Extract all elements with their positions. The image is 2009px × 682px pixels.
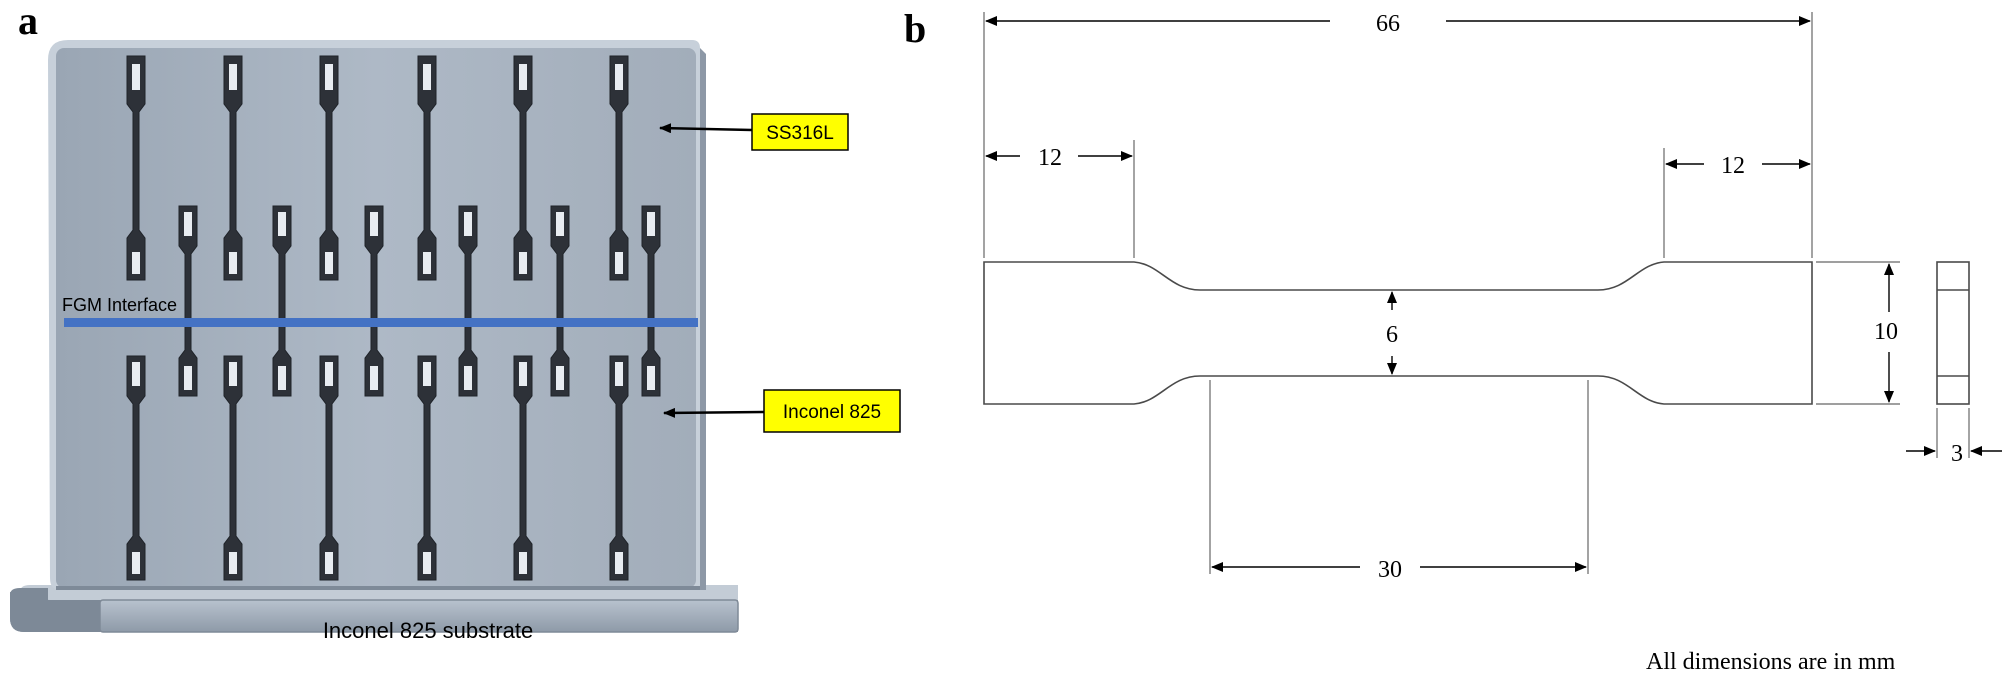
extension-lines (983, 12, 1970, 574)
panel-a-letter: a (18, 0, 38, 43)
specimen-drawing (983, 261, 1813, 405)
specimen-lower-1 (126, 355, 146, 581)
dim-grip-width: 10 (1874, 319, 1898, 345)
panel-b: b 66 12 (904, 6, 2002, 675)
panel-a: a (10, 0, 901, 643)
specimen-lower-row (126, 355, 629, 581)
specimen-middle-highlights (184, 212, 655, 390)
inconel-arrow (663, 407, 765, 418)
dim-left-grip-length: 12 (1038, 145, 1062, 171)
specimen-lower-6 (609, 355, 629, 581)
dim-right-grip-length: 12 (1721, 153, 1745, 179)
inconel-label: Inconel 825 (783, 402, 881, 423)
specimen-middle-6 (641, 205, 661, 397)
units-note: All dimensions are in mm (1646, 649, 1896, 675)
specimen-middle-4 (458, 205, 478, 397)
specimen-upper-highlights (132, 64, 623, 274)
specimen-lower-5 (513, 355, 533, 581)
ss316l-label-box (751, 113, 849, 151)
specimen-lower-highlights (132, 362, 623, 574)
specimen-middle-3 (364, 205, 384, 397)
specimen-upper-1 (126, 55, 146, 281)
ss316l-arrow (659, 123, 753, 134)
substrate-label: Inconel 825 substrate (323, 618, 533, 643)
ss316l-label: SS316L (766, 123, 834, 144)
specimen-middle-2 (272, 205, 292, 397)
specimen-upper-3 (319, 55, 339, 281)
specimen-upper-row (126, 55, 629, 281)
specimen-lower-4 (417, 355, 437, 581)
specimen-side-view (1936, 261, 1970, 405)
specimen-middle-5 (550, 205, 570, 397)
specimen-lower-2 (223, 355, 243, 581)
specimen-lower-3 (319, 355, 339, 581)
dim-thickness: 3 (1951, 441, 1963, 467)
fgm-interface-label: FGM Interface (62, 295, 177, 315)
inconel-label-box (763, 389, 901, 433)
dim-overall-length: 66 (1376, 11, 1400, 37)
dim-gauge-length: 30 (1378, 557, 1402, 583)
specimen-upper-5 (513, 55, 533, 281)
panel-b-letter: b (904, 6, 926, 51)
dim-gauge-width: 6 (1386, 322, 1398, 348)
specimen-middle-1 (178, 205, 198, 397)
specimen-middle-row (178, 205, 661, 397)
specimen-upper-2 (223, 55, 243, 281)
specimen-upper-4 (417, 55, 437, 281)
fgm-interface-line (64, 318, 698, 327)
specimen-upper-6 (609, 55, 629, 281)
